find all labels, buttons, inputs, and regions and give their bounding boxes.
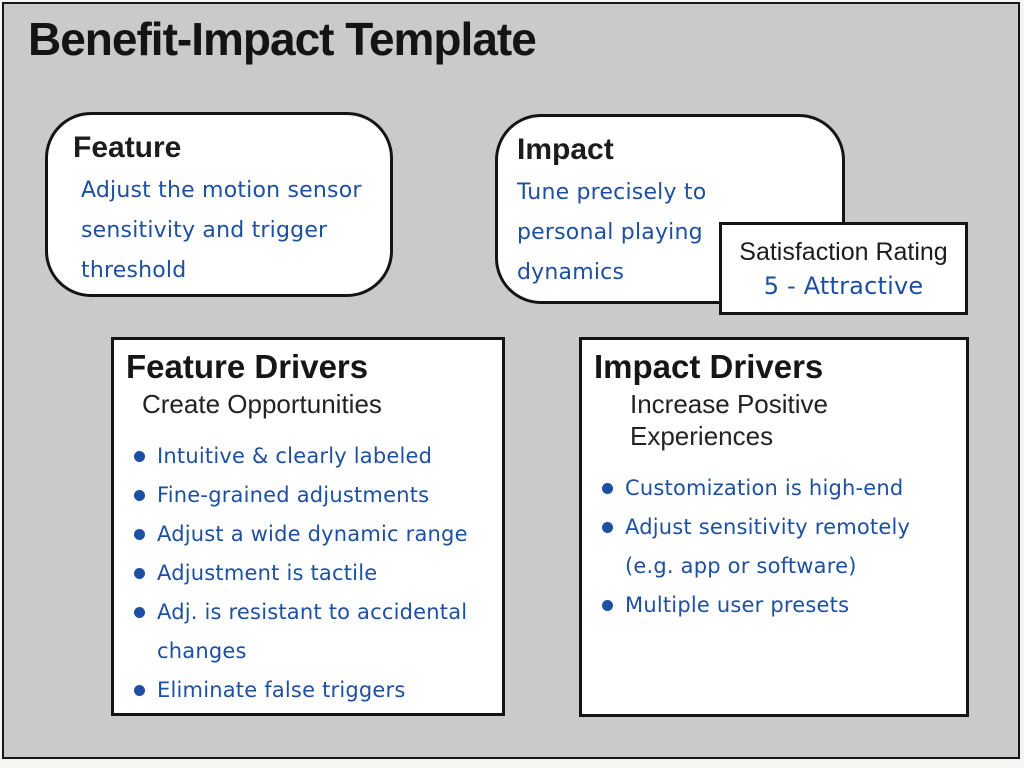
bullet-dot-icon	[134, 490, 145, 501]
impact-drivers-subtitle: Increase Positive Experiences	[630, 389, 828, 451]
page-title: Benefit-Impact Template	[28, 13, 537, 65]
feature-driver-item: Intuitive & clearly labeled	[114, 437, 502, 476]
bullet-dot-icon	[134, 451, 145, 462]
slide-background: Benefit-Impact Template Feature Adjust t…	[2, 2, 1020, 759]
impact-driver-text: Customization is high-end	[625, 476, 904, 500]
impact-driver-item: Multiple user presets	[582, 586, 966, 625]
feature-driver-text: Eliminate false triggers	[157, 678, 406, 702]
feature-driver-item: Adjustment is tactile	[114, 554, 502, 593]
feature-driver-item: Eliminate false triggers	[114, 671, 502, 710]
feature-drivers-heading: Feature Drivers	[126, 348, 369, 385]
feature-box-body: Adjust the motion sensor sensitivity and…	[81, 178, 362, 283]
impact-drivers-heading: Impact Drivers	[594, 348, 824, 385]
impact-box-body: Tune precisely to personal playing dynam…	[517, 180, 707, 285]
feature-driver-text: Fine-grained adjustments	[157, 483, 430, 507]
satisfaction-rating-box: Satisfaction Rating 5 - Attractive	[719, 222, 968, 315]
bullet-dot-icon	[134, 685, 145, 696]
satisfaction-rating-value: 5 - Attractive	[763, 272, 924, 300]
impact-box: Impact Tune precisely to personal playin…	[495, 114, 845, 304]
feature-driver-item: Adj. is resistant to accidental changes	[114, 593, 502, 671]
bullet-dot-icon	[134, 607, 145, 618]
feature-driver-text: Intuitive & clearly labeled	[157, 444, 433, 468]
bullet-dot-icon	[602, 483, 613, 494]
impact-drivers-list: Customization is high-end Adjust sensiti…	[582, 469, 966, 625]
feature-driver-text: Adjustment is tactile	[157, 561, 378, 585]
satisfaction-rating-heading: Satisfaction Rating	[739, 238, 948, 266]
feature-box: Feature Adjust the motion sensor sensiti…	[45, 112, 393, 297]
impact-box-heading: Impact	[517, 133, 614, 166]
impact-drivers-box: Impact Drivers Increase Positive Experie…	[579, 337, 969, 717]
impact-driver-item: Customization is high-end	[582, 469, 966, 508]
impact-driver-text: Multiple user presets	[625, 593, 850, 617]
bullet-dot-icon	[134, 568, 145, 579]
feature-drivers-list: Intuitive & clearly labeled Fine-grained…	[114, 437, 502, 710]
impact-driver-text: Adjust sensitivity remotely (e.g. app or…	[625, 515, 911, 578]
bullet-dot-icon	[602, 600, 613, 611]
feature-drivers-box: Feature Drivers Create Opportunities Int…	[111, 337, 505, 716]
feature-drivers-subtitle: Create Opportunities	[142, 389, 382, 419]
bullet-dot-icon	[602, 522, 613, 533]
feature-driver-item: Adjust a wide dynamic range	[114, 515, 502, 554]
feature-box-heading: Feature	[73, 131, 182, 164]
impact-driver-item: Adjust sensitivity remotely (e.g. app or…	[582, 508, 966, 586]
feature-driver-text: Adj. is resistant to accidental changes	[157, 600, 468, 663]
feature-driver-item: Fine-grained adjustments	[114, 476, 502, 515]
bullet-dot-icon	[134, 529, 145, 540]
feature-driver-text: Adjust a wide dynamic range	[157, 522, 468, 546]
